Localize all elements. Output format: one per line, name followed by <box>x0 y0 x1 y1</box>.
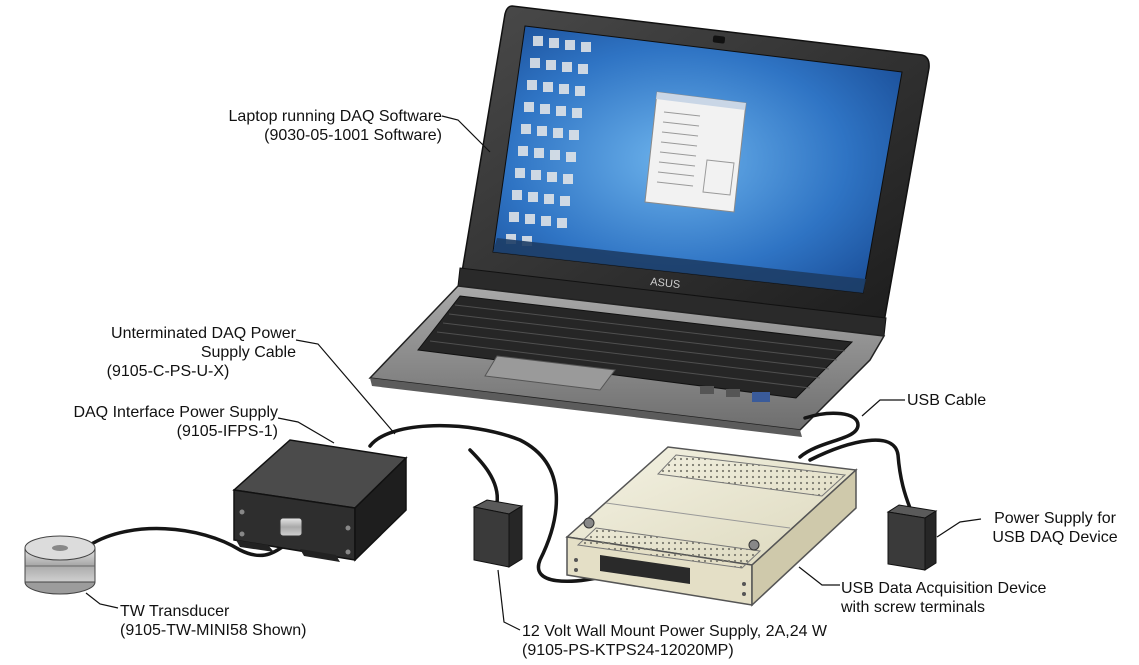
laptop-icon <box>368 5 930 437</box>
label-laptop: Laptop running DAQ Software (9030-05-100… <box>160 107 442 145</box>
touchpad <box>484 355 616 391</box>
transducer-cable <box>88 526 287 558</box>
label-wall-ps: 12 Volt Wall Mount Power Supply, 2A,24 W… <box>522 622 827 660</box>
cables <box>88 411 912 583</box>
label-daq-power-cable-line3: (9105-C-PS-U-X) <box>106 363 230 380</box>
label-usb-ps-line1: Power Supply for <box>994 510 1116 527</box>
label-transducer-line2: (9105-TW-MINI58 Shown) <box>120 622 307 639</box>
label-daq-power-cable: Unterminated DAQ Power Supply Cable (910… <box>60 324 296 381</box>
label-transducer-line1: TW Transducer <box>120 603 230 620</box>
label-interface-ps-line2: (9105-IFPS-1) <box>176 423 278 440</box>
usb-ps-cable <box>808 438 912 510</box>
label-laptop-line2: (9030-05-1001 Software) <box>264 127 442 144</box>
transducer-icon <box>24 535 96 595</box>
label-daq-power-cable-line2: Supply Cable <box>200 344 296 361</box>
interface-power-supply-icon <box>232 439 408 562</box>
power-supply-icon <box>886 504 938 571</box>
label-laptop-line1: Laptop running DAQ Software <box>228 108 442 125</box>
software-window <box>644 91 747 213</box>
desktop-icons <box>506 36 591 246</box>
label-daq-power-cable-line1: Unterminated DAQ Power <box>111 325 296 342</box>
label-wall-ps-line2: (9105-PS-KTPS24-12020MP) <box>522 642 734 659</box>
usb-cable-line <box>798 411 860 459</box>
daq-device-icon <box>565 446 858 607</box>
daq-power-cable-line <box>368 423 612 583</box>
wall-ps-cable <box>468 448 499 505</box>
label-usb-daq-line2: with screw terminals <box>841 599 986 616</box>
label-interface-ps-line1: DAQ Interface Power Supply <box>73 404 278 421</box>
leader-lines <box>85 115 982 631</box>
label-interface-ps: DAQ Interface Power Supply (9105-IFPS-1) <box>30 403 278 441</box>
label-usb-cable-line1: USB Cable <box>907 392 987 409</box>
label-usb-daq: USB Data Acquisition Device with screw t… <box>841 579 1046 617</box>
label-usb-cable: USB Cable <box>907 391 986 410</box>
wall-adapter-icon <box>472 499 524 568</box>
laptop-brand: ASUS <box>650 276 681 291</box>
label-usb-ps-line2: USB DAQ Device <box>992 529 1118 546</box>
label-transducer: TW Transducer (9105-TW-MINI58 Shown) <box>120 602 306 640</box>
label-wall-ps-line1: 12 Volt Wall Mount Power Supply, 2A,24 W <box>522 623 828 640</box>
label-usb-daq-line1: USB Data Acquisition Device <box>841 580 1047 597</box>
keyboard <box>417 295 854 399</box>
label-usb-ps: Power Supply for USB DAQ Device <box>980 509 1130 547</box>
